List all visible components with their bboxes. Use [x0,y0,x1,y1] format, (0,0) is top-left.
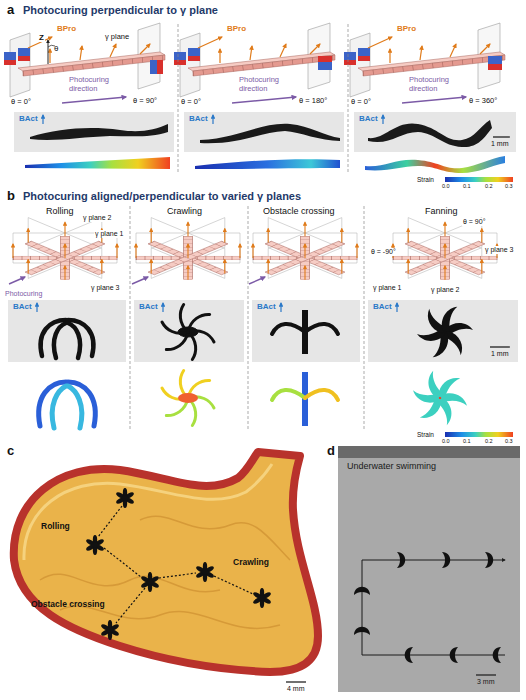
plane-label: γ plane 1 [372,284,402,292]
panel-title: Photocuring aligned/perpendicular to var… [22,190,302,203]
field-label: BAct [18,114,39,123]
column-header: Crawling [166,206,203,216]
field-label: BPro [226,24,247,33]
direction-label: Photocuring direction [408,76,472,93]
direction-label: Photocuring [4,290,43,298]
column-header: Rolling [45,206,75,216]
plane-label: γ plane 3 [90,284,120,292]
scale-bar-label: 1 mm [490,350,510,358]
angle-label: θ = 0° [350,98,372,107]
angle-label: θ = 90° [462,218,486,226]
direction-label: Photocuring direction [68,76,132,93]
angle-label: θ = 180° [298,97,328,106]
panel-letter: c [6,444,15,459]
colorbar-tick: 0.0 [441,183,451,189]
photo-caption: Underwater swimming [346,461,437,471]
motion-label: Rolling [40,522,71,532]
panel-letter: b [6,189,16,204]
scale-bar-label: 4 mm [286,685,306,693]
field-label: BPro [56,24,77,33]
colorbar-tick: 0.0 [441,438,451,444]
angle-label: θ = -90° [370,248,397,256]
motion-label: Crawling [232,558,270,568]
colorbar-title: Strain [416,176,435,183]
scale-bar-label: 1 mm [490,140,510,148]
field-label: BAct [188,114,209,123]
field-label: BAct [358,114,379,123]
angle-label: θ = 90° [132,97,158,106]
angle-label: θ = 360° [468,97,498,106]
plane-label: γ plane 2 [82,214,112,222]
colorbar-tick: 0.1 [462,438,472,444]
motion-label: Obstacle crossing [30,600,106,610]
direction-label: Photocuring direction [238,76,302,93]
scale-bar-label: 3 mm [476,678,496,686]
plane-label: γ plane [104,33,130,42]
plane-label: γ plane 2 [430,286,460,294]
colorbar-tick: 0.1 [462,183,472,189]
column-header: Fanning [424,206,459,216]
column-header: Obstacle crossing [262,206,336,216]
colorbar-tick: 0.3 [504,438,514,444]
field-label: BAct [12,302,33,311]
field-label: BPro [396,24,417,33]
plane-label: γ plane 3 [484,246,514,254]
plane-label: γ plane 1 [94,230,124,238]
axis-label: Z [38,33,45,42]
field-label: BAct [256,302,277,311]
field-label: BAct [372,302,393,311]
colorbar-tick: 0.2 [484,438,494,444]
colorbar-title: Strain [416,431,435,438]
colorbar-tick: 0.3 [504,183,514,189]
field-label: BAct [138,302,159,311]
angle-label: θ [53,44,59,53]
colorbar-tick: 0.2 [484,183,494,189]
angle-label: θ = 0° [180,98,202,107]
panel-letter: a [6,3,15,18]
angle-label: θ = 0° [10,98,32,107]
panel-title: Photocuring perpendicular to γ plane [22,4,219,17]
panel-letter: d [326,444,336,459]
